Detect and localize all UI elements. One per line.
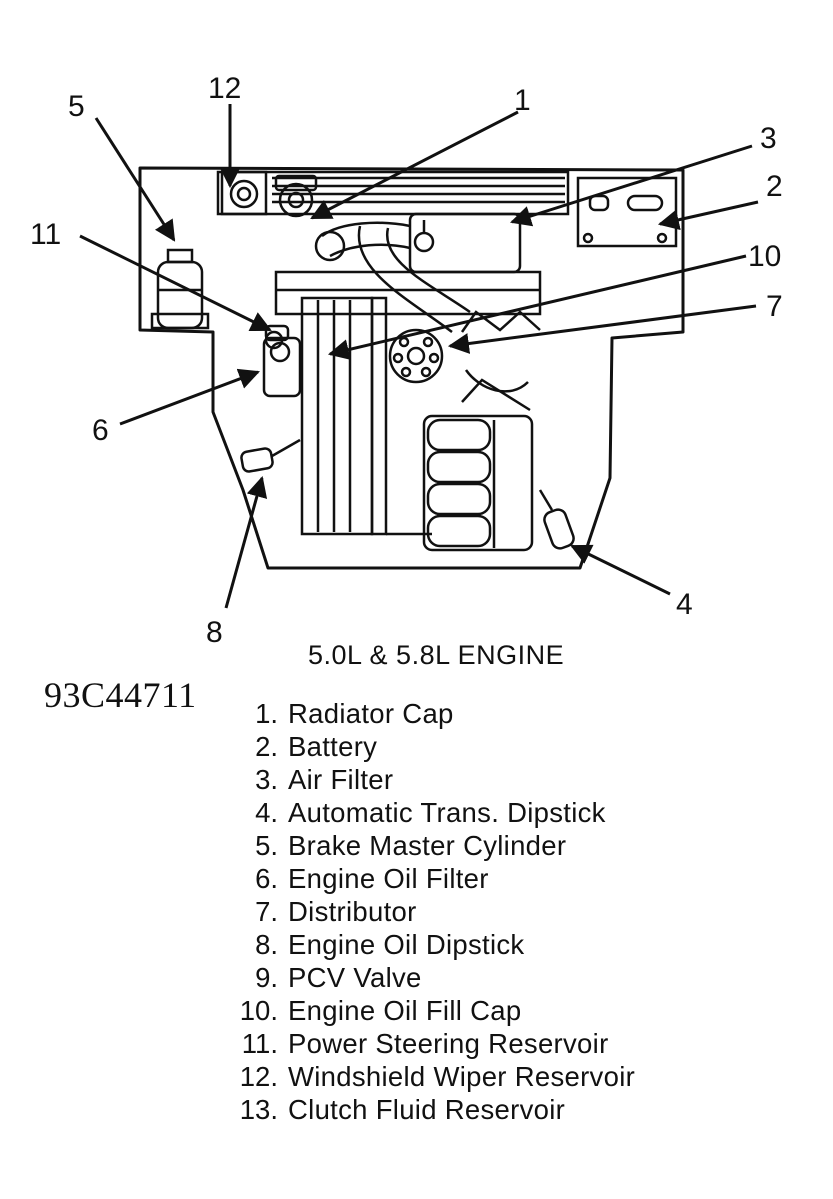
legend-label: Distributor [288,896,417,927]
callout-11: 11 [30,218,61,251]
legend-item: 10. Engine Oil Fill Cap [226,994,816,1027]
legend-number: 12. [239,1061,278,1092]
callout-8: 8 [206,616,223,649]
legend-item: 5. Brake Master Cylinder [226,829,816,862]
legend-label: Engine Oil Fill Cap [288,995,522,1026]
leader-arrows [79,104,759,609]
legend-number: 7. [255,896,278,927]
legend-number: 10. [239,995,278,1026]
legend-label: Radiator Cap [288,698,454,729]
legend-number: 8. [255,929,278,960]
legend-item: 13. Clutch Fluid Reservoir [226,1093,816,1126]
callout-7: 7 [766,290,783,323]
legend-number: 1. [255,698,278,729]
air-filter-assembly [314,212,522,274]
callout-1: 1 [514,84,531,117]
legend-number: 9. [255,962,278,993]
legend-item: 11. Power Steering Reservoir [226,1027,816,1060]
callout-3: 3 [760,122,777,155]
automatic-trans-dipstick [538,489,575,550]
legend-number: 3. [255,764,278,795]
legend-item: 6. Engine Oil Filter [226,862,816,895]
engine-bay-outline [138,166,685,570]
legend-item: 9. PCV Valve [226,961,816,994]
legend-item: 8. Engine Oil Dipstick [226,928,816,961]
component-legend: 1. Radiator Cap 2. Battery 3. Air Filter 4.… [226,697,816,1126]
legend-number: 5. [255,830,278,861]
callout-10: 10 [748,240,781,273]
brake-master-cylinder [150,248,210,330]
callout-labels: 1 2 3 4 5 6 7 8 10 11 12 [30,72,783,649]
diagram-caption: 5.0L & 5.8L ENGINE [308,640,565,670]
legend-label: Engine Oil Filter [288,863,489,894]
legend-label: Clutch Fluid Reservoir [288,1094,566,1125]
callout-2: 2 [766,170,783,203]
legend-number: 2. [255,731,278,762]
legend-label: Brake Master Cylinder [288,830,567,861]
cowl-panel [216,170,570,216]
power-steering-reservoir [264,324,290,350]
callout-4: 4 [676,588,693,621]
legend-item: 3. Air Filter [226,763,816,796]
legend-label: Windshield Wiper Reservoir [288,1061,636,1092]
legend-item: 7. Distributor [226,895,816,928]
legend-item: 1. Radiator Cap [226,697,816,730]
legend-label: Engine Oil Dipstick [288,929,525,960]
windshield-wiper-reservoir [220,170,268,216]
legend-number: 6. [255,863,278,894]
legend-label: PCV Valve [288,962,422,993]
legend-number: 4. [255,797,278,828]
legend-item: 4. Automatic Trans. Dipstick [226,796,816,829]
callout-6: 6 [92,414,109,447]
distributor [388,328,444,384]
callout-12: 12 [208,72,241,105]
legend-label: Power Steering Reservoir [288,1028,609,1059]
fan-and-pulleys [460,310,541,412]
legend-label: Automatic Trans. Dipstick [288,797,606,828]
legend-label: Air Filter [288,764,394,795]
legend-number: 11. [241,1028,278,1059]
engine-block [274,270,542,536]
legend-number: 13. [239,1094,278,1125]
battery [576,176,678,248]
engine-oil-dipstick [240,438,301,473]
radiator [422,414,534,552]
legend-item: 12. Windshield Wiper Reservoir [226,1060,816,1093]
engine-compartment-diagram: 1 2 3 4 5 6 7 8 10 11 12 [30,72,783,649]
figure-id: 93C44711 [44,675,197,715]
callout-5: 5 [68,90,85,123]
legend-label: Battery [288,731,378,762]
radiator-cap [274,174,318,218]
legend-item: 2. Battery [226,730,816,763]
